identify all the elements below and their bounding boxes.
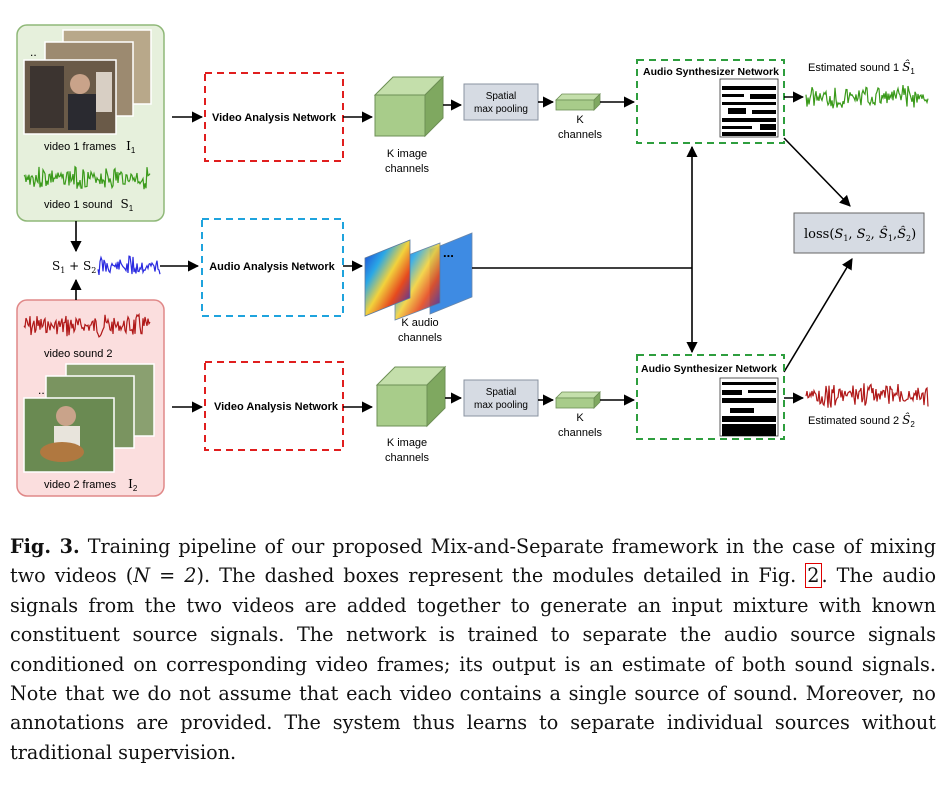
aan-label: Audio Analysis Network (209, 261, 335, 273)
pool1-line1: Spatial (486, 91, 517, 102)
spatial-max-pooling-1 (463, 83, 539, 121)
pool2-line1: Spatial (486, 387, 517, 398)
asn2-label: Audio Synthesizer Network (641, 363, 777, 375)
k-image-cube-2 (375, 365, 447, 428)
caption-math: N = 2 (133, 564, 197, 588)
audio-synthesizer-network-2 (636, 354, 785, 440)
van2-label: Video Analysis Network (214, 401, 339, 413)
video2-sound-label: video sound 2 (44, 348, 113, 360)
k-image-channels-label-2: channels (385, 452, 430, 464)
k-audio-channels-label: channels (398, 332, 443, 344)
spectrogram-dots: ... (443, 245, 454, 260)
van1-label: Video Analysis Network (212, 112, 337, 124)
k-image-label-1: K image (387, 148, 427, 160)
video1-sound-waveform (23, 165, 151, 190)
caption-text-a: Training pipeline of our proposed Mix-an… (10, 535, 936, 588)
estimated-sound-1-label: Estimated sound 1 Ŝ1 (808, 58, 915, 76)
spatial-max-pooling-2 (463, 379, 539, 417)
svg-text:..: .. (38, 383, 45, 397)
k-image-cube-1 (373, 75, 445, 138)
k-image-channels-label-1: channels (385, 163, 430, 175)
loss-formula: loss(S1, S2, Ŝ1,Ŝ2) (804, 225, 916, 243)
video2-sound-waveform (23, 312, 151, 338)
k-channels-label-2: channels (558, 427, 603, 439)
svg-text:..: .. (30, 45, 37, 59)
k-image-label-2: K image (387, 437, 427, 449)
estimated-sound-2-waveform (805, 383, 929, 408)
caption-text-c: . The audio signals from the two videos … (10, 564, 936, 764)
pool1-line2: max pooling (474, 104, 528, 115)
audio-synthesizer-network-1 (636, 59, 785, 144)
k-audio-label: K audio (401, 317, 438, 329)
k-audio-spectrograms: ... (364, 232, 473, 321)
figure-ref-link[interactable]: 2 (805, 563, 822, 589)
mixture-waveform (97, 255, 161, 276)
video1-frames-thumbnail: .. (23, 29, 152, 135)
mask-1 (719, 78, 779, 138)
k-label-2: K (576, 412, 584, 424)
estimated-sound-1-waveform (805, 85, 929, 109)
estimated-sound-2-label: Estimated sound 2 Ŝ2 (808, 411, 915, 429)
caption-label: Fig. 3. (10, 535, 80, 558)
caption-text-b: ). The dashed boxes represent the module… (196, 564, 806, 588)
k-channels-label-1: channels (558, 129, 603, 141)
mixture-label: S1 + S2 (52, 259, 96, 275)
pool2-line2: max pooling (474, 400, 528, 411)
video2-frames-thumbnail: .. (23, 363, 155, 473)
mask-2 (719, 377, 779, 437)
k-vector-2 (555, 391, 601, 409)
video-analysis-network-2 (204, 361, 344, 451)
loss-box (793, 212, 925, 254)
figure-caption: Fig. 3. Training pipeline of our propose… (10, 532, 936, 767)
k-vector-1 (555, 93, 601, 111)
k-label-1: K (576, 114, 584, 126)
asn1-label: Audio Synthesizer Network (643, 66, 779, 78)
